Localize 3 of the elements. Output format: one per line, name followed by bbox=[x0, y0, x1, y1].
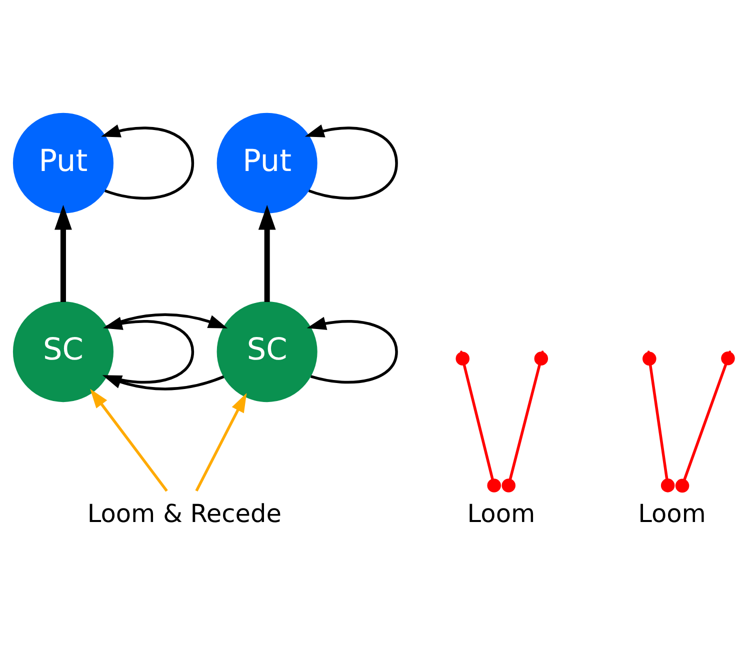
node-text: Loom & Recede bbox=[87, 498, 282, 528]
node-text: Loom bbox=[638, 498, 706, 528]
node-text: Loom bbox=[467, 498, 536, 528]
